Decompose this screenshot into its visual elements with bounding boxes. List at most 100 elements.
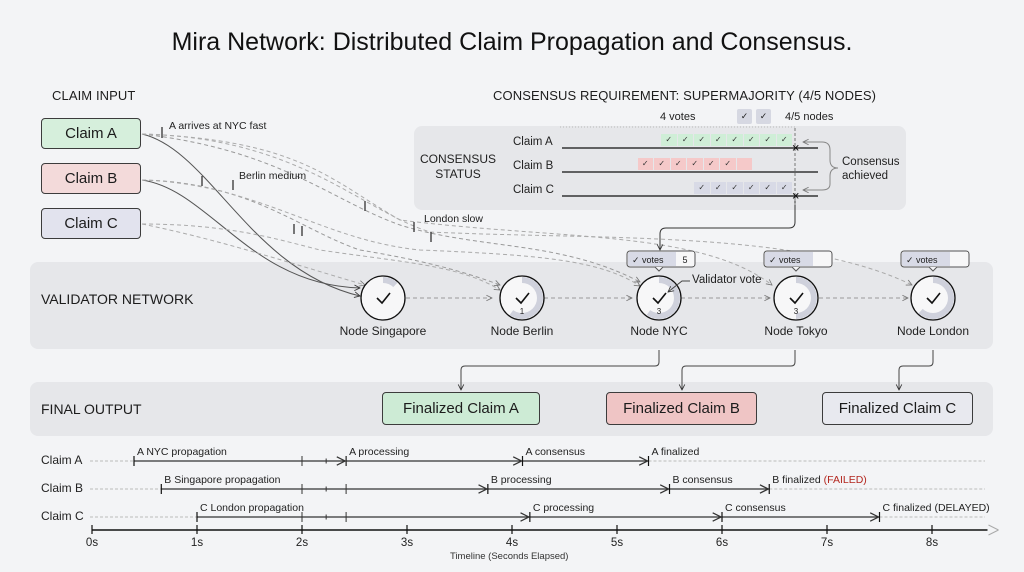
claim-b-label: Claim B — [64, 170, 118, 187]
path-claim-b-nyc — [141, 179, 640, 286]
timeline-axis-title: Timeline (Seconds Elapsed) — [450, 551, 569, 562]
claim-b-box[interactable]: Claim B — [41, 163, 141, 194]
claim-c-label: Claim C — [64, 215, 118, 232]
timeline-phase-label: B consensus — [672, 474, 733, 486]
consensus-row-label: Claim C — [513, 184, 554, 196]
vote-check-cell: ✓ — [677, 134, 693, 146]
vote-check-cell: ✓ — [727, 134, 743, 146]
path-claim-c-singapore — [141, 223, 365, 285]
check-icon — [652, 292, 667, 305]
timeline-tick-label: 5s — [610, 537, 624, 549]
final-output-label: FINAL OUTPUT — [41, 401, 142, 417]
annotation-berlin-medium: Berlin medium — [239, 170, 307, 182]
path-claim-a-nyc — [141, 133, 640, 283]
vote-check-cell: ✓ — [703, 158, 719, 170]
consensus-status-line-1: CONSENSUS — [419, 152, 496, 166]
validator-network-label: VALIDATOR NETWORK — [41, 291, 194, 307]
vote-check-cell: ✓ — [776, 134, 792, 146]
votes-badge-pointer — [791, 266, 801, 272]
vote-check-cell: ✓ — [694, 134, 710, 146]
consensus-status-label: CONSENSUS STATUS — [416, 152, 500, 182]
consensus-achieved-label: Consensus achieved — [842, 155, 900, 183]
votes-badge-value-bg — [676, 252, 694, 266]
threshold-nodes-label: 4/5 nodes — [785, 111, 834, 123]
path-claim-b-singapore — [141, 179, 360, 288]
vote-check-cell: ✓ — [694, 182, 710, 194]
finalized-claim-b[interactable]: Finalized Claim B — [606, 392, 757, 425]
votes-badge-fill — [902, 252, 952, 266]
check-icon — [789, 292, 804, 305]
timeline-phase-label: A NYC propagation — [137, 446, 227, 458]
nyc-to-final-a-connector — [461, 350, 660, 390]
claim-a-box[interactable]: Claim A — [41, 118, 141, 149]
check-icon — [376, 292, 391, 305]
validator-node-label[interactable]: Node Berlin — [490, 324, 554, 338]
votes-badge-label: ✓ votes — [632, 255, 664, 265]
timeline-phase-label: A processing — [349, 446, 410, 458]
votes-badge-label: ✓ votes — [906, 255, 938, 265]
vote-check-cell: ✓ — [727, 182, 743, 194]
timeline-phase-label: A finalized — [651, 446, 700, 458]
path-claim-a-tokyo — [141, 133, 772, 285]
timeline-axis-arrow — [988, 524, 999, 536]
timeline-row-label: Claim B — [41, 481, 84, 495]
votes-badge-pointer — [654, 266, 664, 272]
timeline-tick-label: 0s — [85, 537, 99, 549]
consensus-requirement: CONSENSUS REQUIREMENT: SUPERMAJORITY (4/… — [493, 88, 877, 103]
votes-badge-value-bg — [813, 252, 831, 266]
tokyo-to-final-b-connector — [682, 350, 796, 390]
consensus-row-label: Claim B — [513, 160, 554, 172]
validator-node-label[interactable]: Node London — [896, 324, 970, 338]
votes-count-label: 4 votes — [660, 111, 696, 123]
votes-badge-fill — [765, 252, 815, 266]
london-to-final-c-connector — [899, 350, 934, 390]
finalized-claim-c-label: Finalized Claim C — [838, 400, 957, 417]
finalized-claim-c[interactable]: Finalized Claim C — [822, 392, 973, 425]
consensus-reached-marker: ✕ — [792, 144, 800, 155]
timeline-phase-label: C finalized (DELAYED) — [882, 502, 990, 514]
failed-status: (FAILED) — [820, 474, 867, 486]
vote-check-cell: ✓ — [637, 158, 653, 170]
finalized-claim-b-label: Finalized Claim B — [623, 400, 740, 417]
timeline-row-label: Claim A — [41, 453, 83, 467]
node-pie-hole — [918, 283, 948, 313]
vote-check-cell: ✓ — [743, 182, 759, 194]
validator-node-label[interactable]: Node Singapore — [339, 324, 427, 338]
vote-check-cell: ✓ — [760, 134, 776, 146]
timeline-phase-label: A consensus — [525, 446, 586, 458]
check-icon — [515, 292, 530, 305]
legend-vote-check-2: ✓ — [756, 109, 771, 124]
timeline-row-label: Claim C — [41, 509, 84, 523]
check-icon — [926, 292, 941, 305]
node-pie-hole — [781, 283, 811, 313]
path-claim-a-singapore — [141, 133, 360, 296]
timeline-tick-label: 3s — [400, 537, 414, 549]
consensus-achieved-line-1: Consensus — [842, 156, 900, 168]
timeline-tick-label: 1s — [190, 537, 204, 549]
claim-input-label: CLAIM INPUT — [52, 88, 136, 103]
vote-check-cell: ✓ — [743, 134, 759, 146]
consensus-status-line-2: STATUS — [435, 167, 481, 181]
votes-badge-value-bg — [950, 252, 968, 266]
claim-a-label: Claim A — [65, 125, 117, 142]
claim-c-box[interactable]: Claim C — [41, 208, 141, 239]
node-pie-hole — [507, 283, 537, 313]
diagram-title: Mira Network: Distributed Claim Propagat… — [171, 28, 853, 56]
annotation-a-fast: A arrives at NYC fast — [169, 120, 267, 132]
propagation-paths — [141, 133, 912, 296]
vote-check-cell: ✓ — [760, 182, 776, 194]
timeline-phase-label: B processing — [490, 474, 552, 486]
timeline-tick-label: 8s — [925, 537, 939, 549]
validator-node-label[interactable]: Node Tokyo — [764, 324, 828, 338]
validator-node-label[interactable]: Node NYC — [630, 324, 688, 338]
path-claim-c-berlin — [141, 223, 500, 290]
vote-empty-cell — [736, 158, 752, 170]
timeline-phase-label: C processing — [532, 502, 595, 514]
timeline-tick-label: 2s — [295, 537, 309, 549]
finalized-claim-a[interactable]: Finalized Claim A — [382, 392, 540, 425]
timeline-phase-label: C London propagation — [200, 502, 304, 514]
timeline-tick-label: 7s — [820, 537, 834, 549]
annotation-london-slow: London slow — [424, 213, 483, 225]
legend-vote-check-1: ✓ — [737, 109, 752, 124]
consensus-row-label: Claim A — [513, 136, 553, 148]
